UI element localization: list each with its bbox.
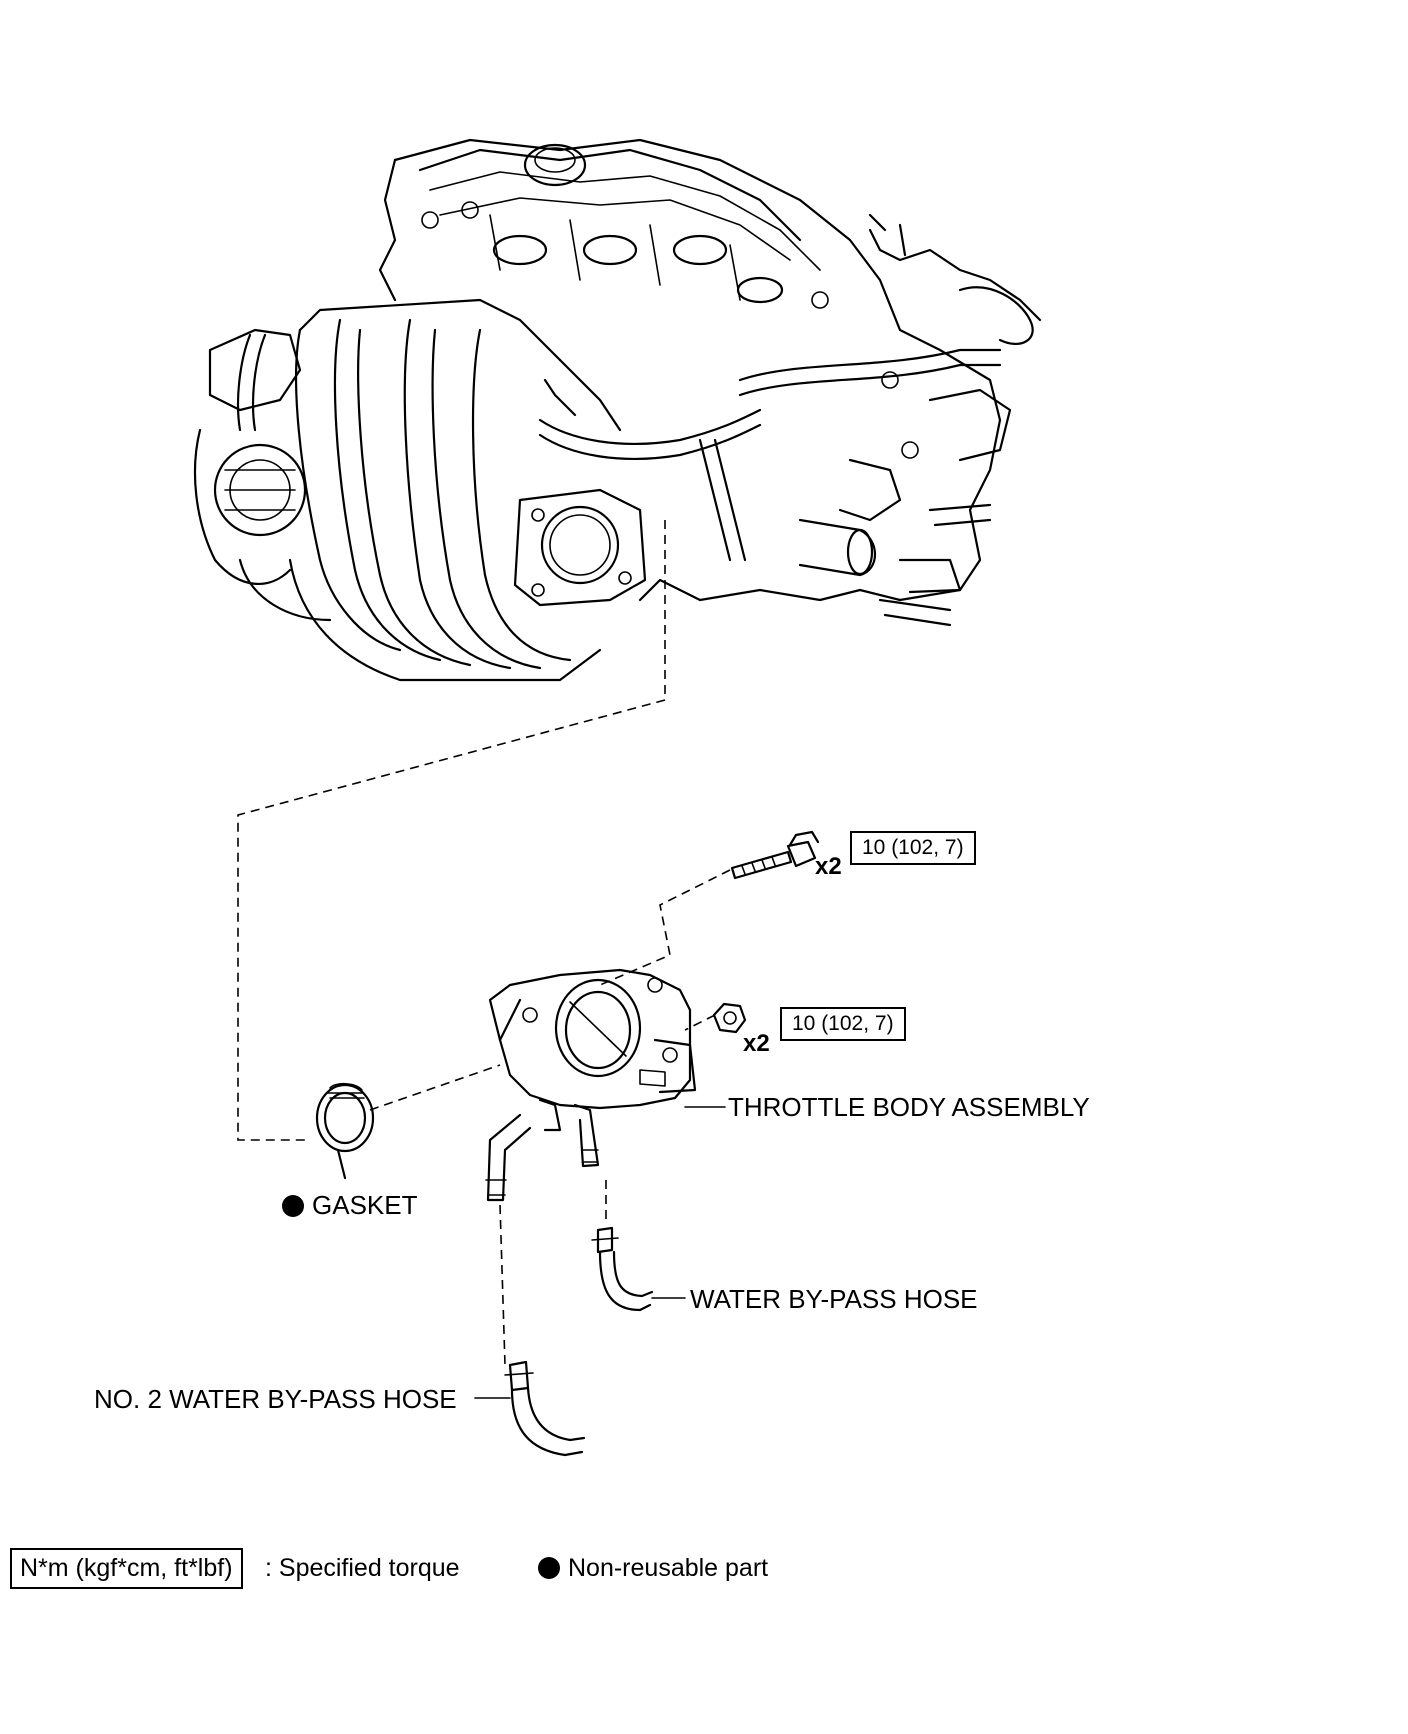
nut-illustration [712, 1002, 747, 1034]
engine-assembly-illustration [193, 138, 1042, 682]
bolt-quantity: x2 [815, 853, 842, 880]
legend-torque-unit-box: N*m (kgf*cm, ft*lbf) [10, 1548, 243, 1589]
gasket-label: GASKET [282, 1192, 417, 1218]
no2-water-bypass-hose-illustration [474, 1360, 586, 1457]
throttle-body-label: THROTTLE BODY ASSEMBLY [728, 1092, 1090, 1122]
gasket-label-text: GASKET [312, 1190, 418, 1220]
legend-torque-description: : Specified torque [265, 1554, 460, 1582]
nut-quantity: x2 [743, 1030, 770, 1057]
non-reusable-dot-icon [282, 1195, 304, 1217]
bolt-torque-box: 10 (102, 7) [850, 831, 976, 866]
legend-non-reusable: Non-reusable part [538, 1556, 768, 1581]
water-bypass-hose-illustration [591, 1226, 686, 1312]
gasket-illustration [315, 1082, 375, 1180]
alignment-leader-lines [237, 520, 731, 1366]
throttle-body-illustration [485, 968, 697, 1202]
water-bypass-hose-label: WATER BY-PASS HOSE [690, 1284, 978, 1314]
nut-torque-box: 10 (102, 7) [780, 1007, 906, 1042]
non-reusable-legend-dot-icon [538, 1557, 560, 1579]
no2-water-bypass-hose-label: NO. 2 WATER BY-PASS HOSE [94, 1384, 457, 1414]
bolt-illustration [730, 830, 820, 880]
legend-non-reusable-text: Non-reusable part [568, 1554, 769, 1582]
